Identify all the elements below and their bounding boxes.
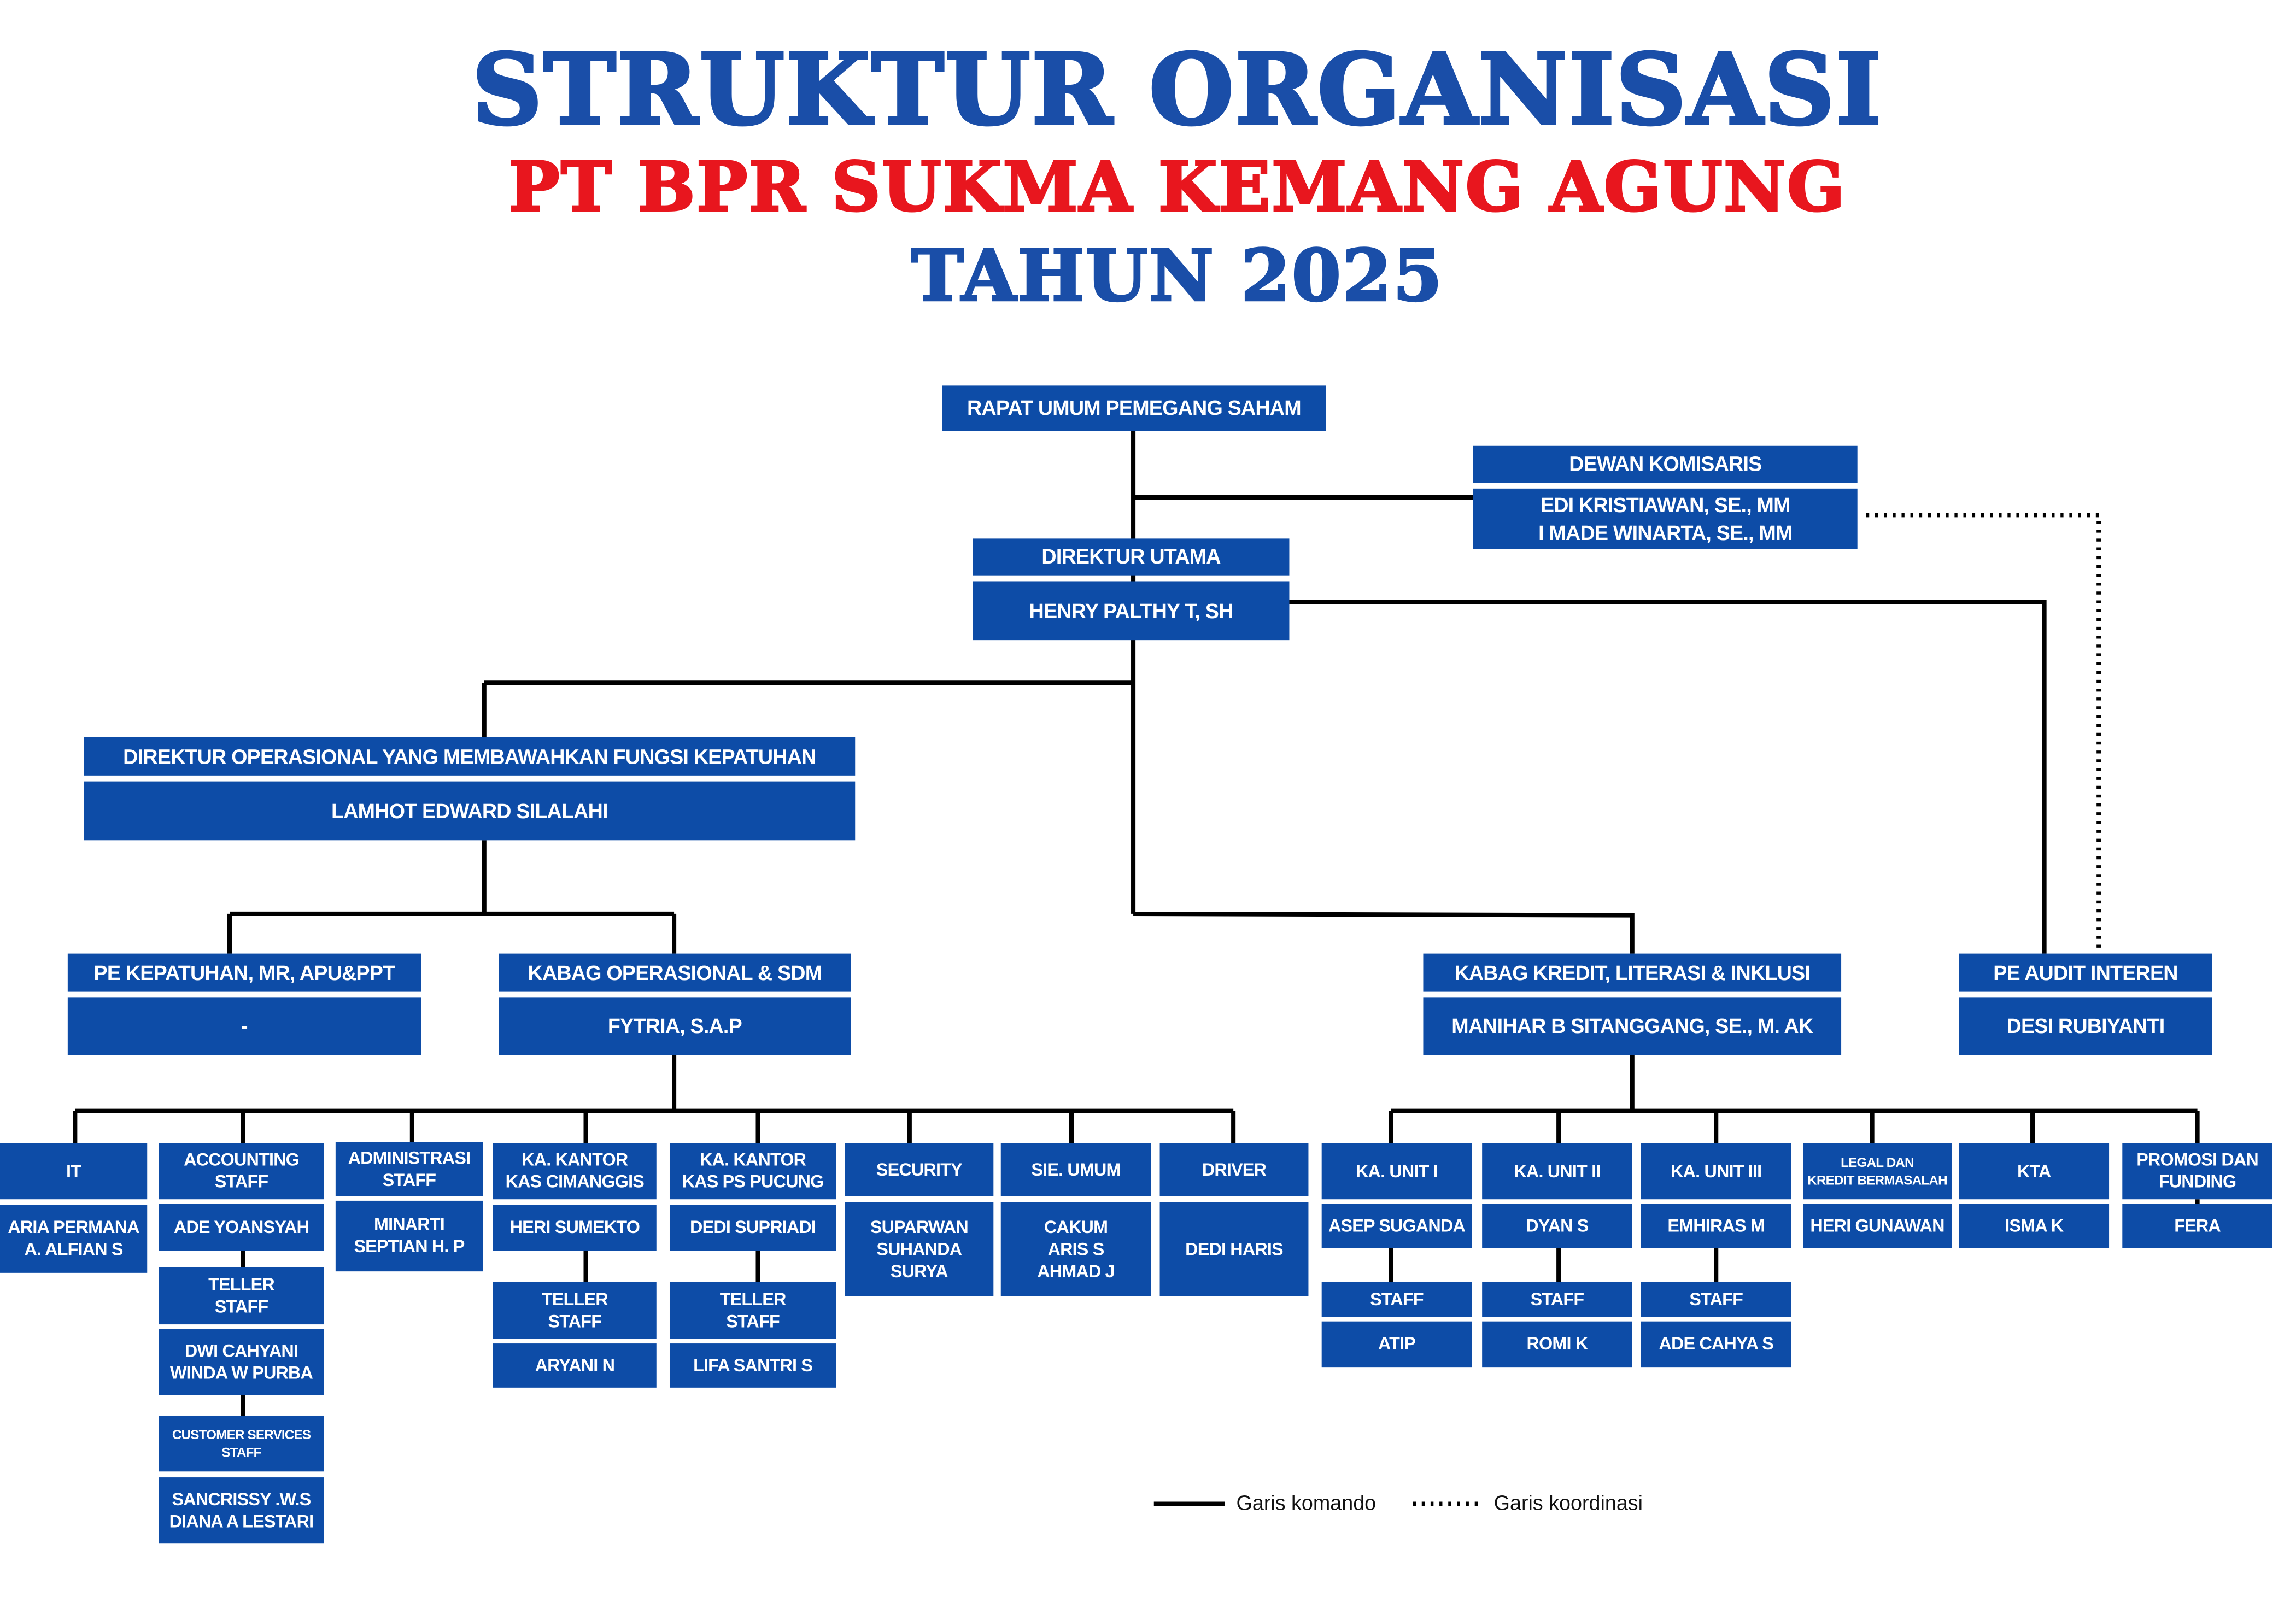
ops-unit-title: SIE. UMUM <box>1000 1143 1151 1196</box>
kredit-unit-name: FERA <box>2122 1204 2272 1248</box>
pe-kepatuhan-title: PE KEPATUHAN, MR, APU&PPT <box>67 953 421 992</box>
direktur-utama-title: DIREKTUR UTAMA <box>973 538 1290 576</box>
kredit-sub-name: ATIP <box>1321 1321 1472 1368</box>
kredit-unit-title: KA. UNIT II <box>1482 1143 1632 1200</box>
ops-sub-title: CUSTOMER SERVICES STAFF <box>159 1415 324 1472</box>
rups-box: RAPAT UMUM PEMEGANG SAHAM <box>942 385 1326 431</box>
ops-sub-name: LIFA SANTRI S <box>669 1343 836 1388</box>
ops-sub-title: TELLER STAFF <box>493 1281 657 1339</box>
pe-audit-title: PE AUDIT INTEREN <box>1959 953 2212 992</box>
ops-unit-name: ADE YOANSYAH <box>159 1204 324 1251</box>
kredit-unit-name: ISMA K <box>1959 1204 2110 1248</box>
ops-unit-name: MINARTI SEPTIAN H. P <box>335 1200 483 1272</box>
kredit-unit-title: KA. UNIT III <box>1641 1143 1791 1200</box>
command-line <box>1389 1248 1719 1282</box>
ops-unit-title: ADMINISTRASI STAFF <box>335 1142 483 1196</box>
dewan-komisaris-members: EDI KRISTIAWAN, SE., MM I MADE WINARTA, … <box>1473 488 1858 549</box>
kredit-unit-title: LEGAL DAN KREDIT BERMASALAH <box>1803 1143 1952 1200</box>
chart-year: TAHUN 2025 <box>910 234 1444 319</box>
direktur-operasional-title: DIREKTUR OPERASIONAL YANG MEMBAWAHKAN FU… <box>84 737 856 776</box>
kredit-unit-title: PROMOSI DAN FUNDING <box>2122 1143 2272 1200</box>
command-line <box>227 840 677 954</box>
ops-sub-name: DWI CAHYANI WINDA W PURBA <box>159 1329 324 1395</box>
kredit-unit-name: DYAN S <box>1482 1204 1632 1248</box>
ops-unit-name: DEDI SUPRIADI <box>669 1205 836 1251</box>
ops-unit-title: DRIVER <box>1159 1143 1309 1196</box>
kredit-unit-name: EMHIRAS M <box>1641 1204 1791 1248</box>
ops-unit-title: KA. KANTOR KAS PS PUCUNG <box>669 1143 836 1200</box>
ops-unit-name: HERI SUMEKTO <box>493 1205 657 1251</box>
kredit-sub-title: STAFF <box>1641 1281 1791 1317</box>
ops-sub-title: TELLER STAFF <box>159 1267 324 1325</box>
ops-sub-title: TELLER STAFF <box>669 1281 836 1339</box>
kabag-operasional-title: KABAG OPERASIONAL & SDM <box>499 953 851 992</box>
ops-unit-name: CAKUM ARIS S AHMAD J <box>1000 1202 1151 1296</box>
kredit-sub-title: STAFF <box>1482 1281 1632 1317</box>
legend-coordination-label: Garis koordinasi <box>1493 1490 1643 1515</box>
ops-unit-title: IT <box>0 1143 148 1200</box>
kabag-kredit-name: MANIHAR B SITANGGANG, SE., M. AK <box>1423 997 1842 1055</box>
dewan-komisaris-title: DEWAN KOMISARIS <box>1473 445 1858 483</box>
kredit-unit-title: KTA <box>1959 1143 2110 1200</box>
direktur-utama-name: HENRY PALTHY T, SH <box>973 581 1290 641</box>
command-line <box>241 1251 760 1416</box>
kredit-sub-name: ADE CAHYA S <box>1641 1321 1791 1368</box>
command-line <box>73 1055 1236 1143</box>
ops-unit-title: KA. KANTOR KAS CIMANGGIS <box>493 1143 657 1200</box>
company-name: PT BPR SUKMA KEMANG AGUNG <box>507 146 1847 227</box>
kredit-unit-name: HERI GUNAWAN <box>1803 1204 1952 1248</box>
coordination-line <box>1866 513 2101 954</box>
kabag-operasional-name: FYTRIA, S.A.P <box>499 997 851 1055</box>
ops-unit-title: SECURITY <box>845 1143 994 1196</box>
chart-title: STRUKTUR ORGANISASI <box>471 31 1883 149</box>
kredit-sub-name: ROMI K <box>1482 1321 1632 1368</box>
legend-command-label: Garis komando <box>1236 1490 1377 1515</box>
pe-audit-name: DESI RUBIYANTI <box>1959 997 2212 1055</box>
ops-sub-name: ARYANI N <box>493 1343 657 1388</box>
kredit-unit-title: KA. UNIT I <box>1321 1143 1472 1200</box>
ops-sub-name: SANCRISSY .W.S DIANA A LESTARI <box>159 1477 324 1544</box>
ops-unit-name: DEDI HARIS <box>1159 1202 1309 1296</box>
command-line <box>1389 1055 2200 1205</box>
ops-unit-name: SUPARWAN SUHANDA SURYA <box>845 1202 994 1296</box>
ops-unit-name: ARIA PERMANA A. ALFIAN S <box>0 1205 148 1273</box>
direktur-operasional-name: LAMHOT EDWARD SILALAHI <box>84 781 856 841</box>
pe-kepatuhan-name: - <box>67 997 421 1055</box>
kabag-kredit-title: KABAG KREDIT, LITERASI & INKLUSI <box>1423 953 1842 992</box>
kredit-sub-title: STAFF <box>1321 1281 1472 1317</box>
ops-unit-title: ACCOUNTING STAFF <box>159 1143 324 1200</box>
kredit-unit-name: ASEP SUGANDA <box>1321 1204 1472 1248</box>
command-line <box>482 431 2047 954</box>
